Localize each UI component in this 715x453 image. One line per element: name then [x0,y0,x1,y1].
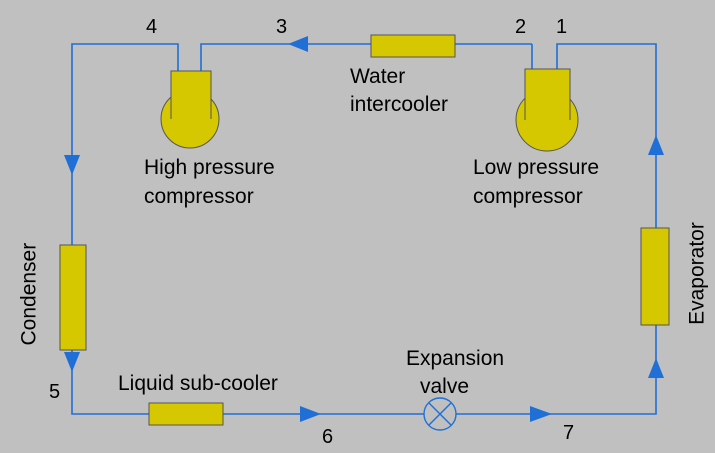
state-point-4: 4 [146,16,158,38]
evaporator-box [640,227,670,326]
flow-arrows [64,36,664,422]
low-pressure-compressor-label-line2: compressor [473,185,583,208]
high-pressure-compressor-label-line1: High pressure [144,156,275,179]
condenser-label: Condenser [17,242,41,346]
arrow-evap-out [648,135,664,155]
expansion-valve-label-line2: valve [420,375,470,398]
water-intercooler-label-line2: intercooler [350,93,449,116]
expansion-valve-icon [423,397,457,431]
evaporator-label: Evaporator [685,222,709,325]
arrow-condenser-in [64,155,80,175]
high-pressure-compressor-label-line2: compressor [144,185,254,208]
arrow-5 [64,352,80,372]
state-point-5: 5 [49,381,61,403]
expansion-valve-label-line1: Expansion [406,347,505,370]
high-pressure-compressor-shape [160,70,220,149]
arrow-6 [300,406,321,422]
arrow-3 [288,36,308,52]
low-pressure-compressor-shape [515,68,579,152]
low-pressure-compressor-label-line1: Low pressure [473,156,600,179]
state-point-7: 7 [563,422,575,444]
arrow-evap-in [648,358,664,378]
components [59,34,670,426]
state-point-3: 3 [276,16,288,38]
state-point-6: 6 [322,426,334,448]
liquid-subcooler-label: Liquid sub-cooler [118,372,278,395]
state-point-1: 1 [556,16,568,38]
liquid-subcooler-box [148,402,224,426]
water-intercooler-box [370,34,456,58]
water-intercooler-label-line1: Water [350,65,406,88]
pipe-hp-discharge-to-condenser [71,43,179,245]
condenser-box [59,244,87,351]
pipe-valve-to-evaporator [456,325,657,415]
arrow-7 [530,406,552,422]
state-point-2: 2 [515,16,527,38]
pipe-intercooler-to-hp-suction [200,43,371,71]
